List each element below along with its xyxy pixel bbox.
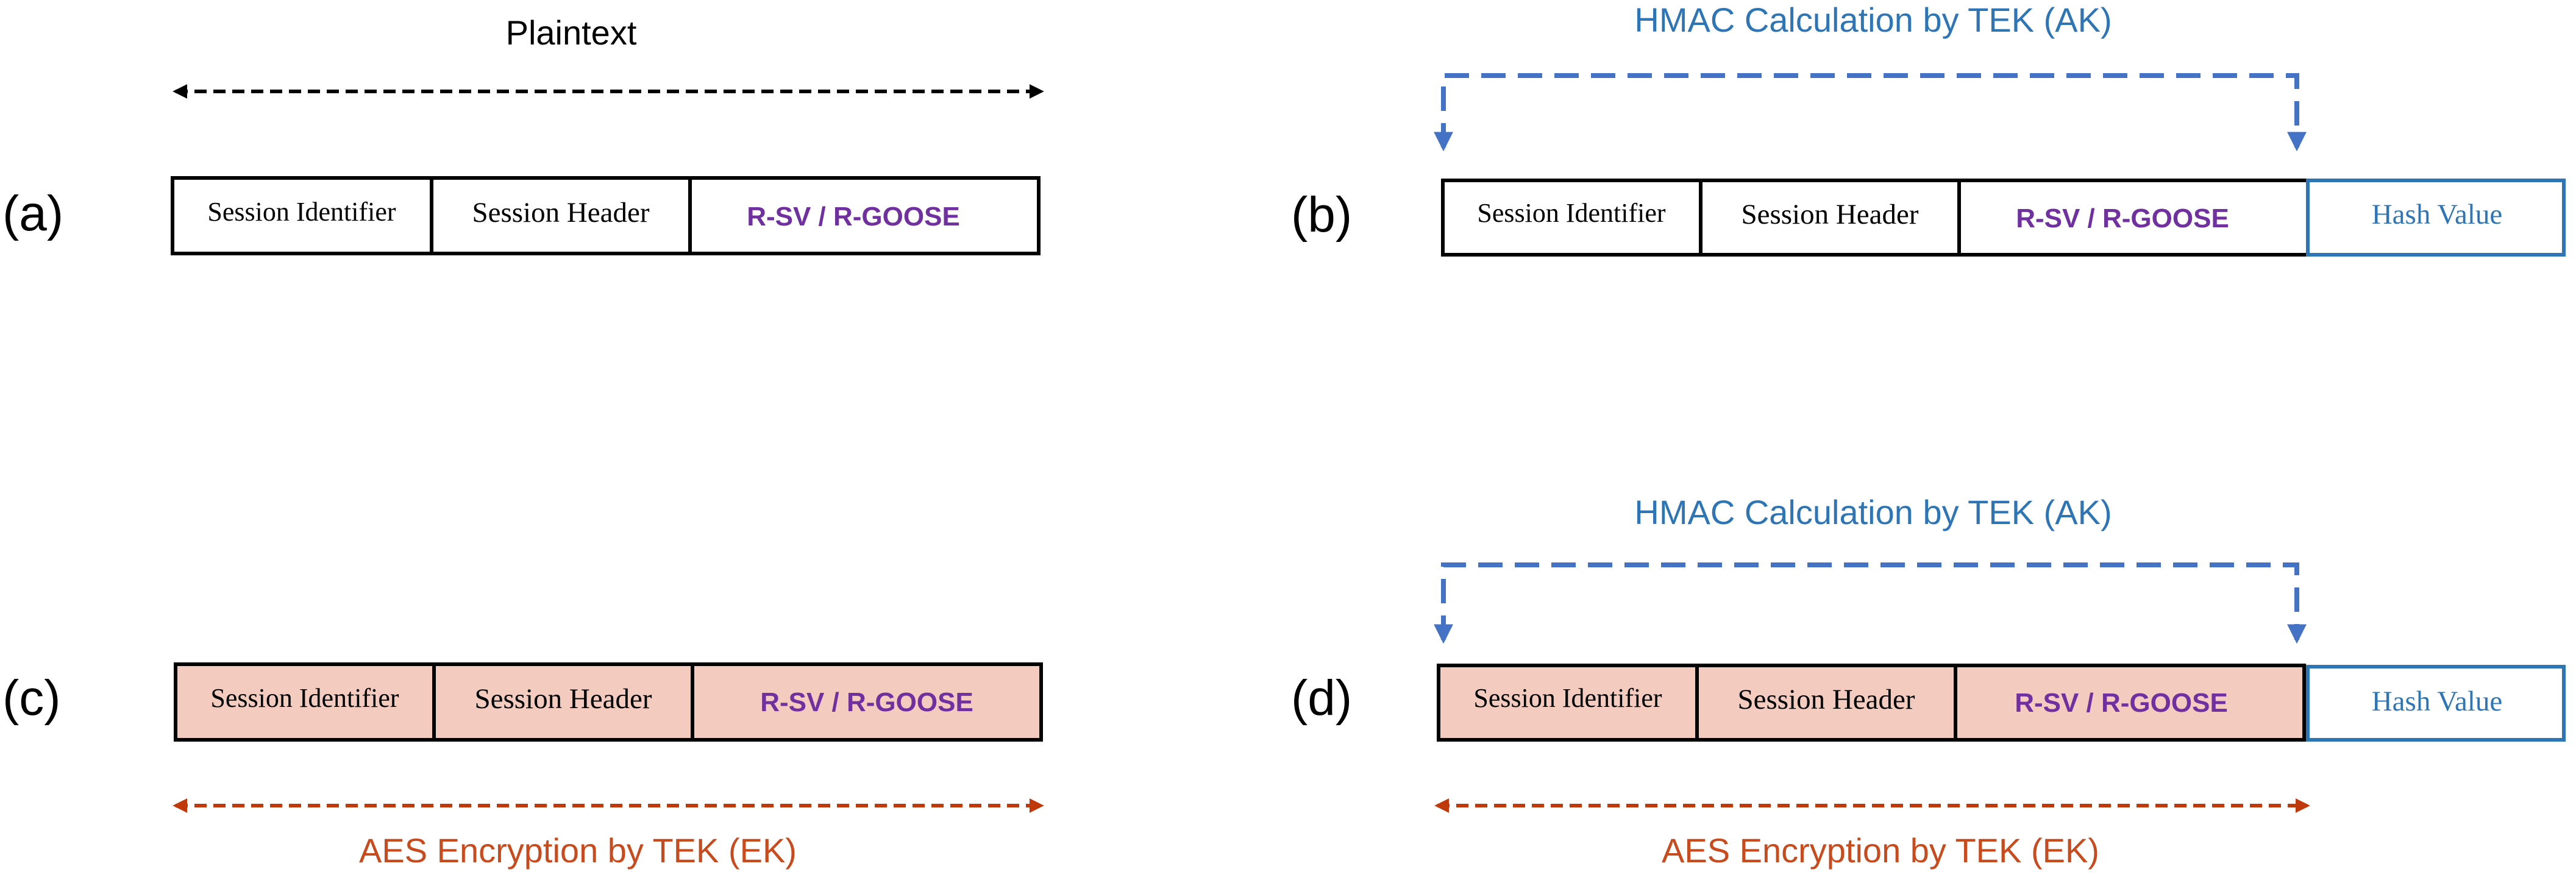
session-identifier-field bbox=[174, 662, 436, 742]
payload-label: R-SV / R-GOOSE bbox=[2015, 688, 2228, 718]
payload-label: R-SV / R-GOOSE bbox=[747, 202, 960, 232]
plaintext-annotation: Plaintext bbox=[506, 13, 637, 52]
session-header-label: Session Header bbox=[1737, 684, 1915, 715]
session-header-label: Session Header bbox=[472, 197, 649, 229]
panel-c: (c) Session Identifier Session Header R-… bbox=[2, 662, 1044, 870]
panel-d-label: (d) bbox=[1291, 670, 1352, 726]
panel-d: (d) HMAC Calculation by TEK (AK) Session… bbox=[1291, 493, 2566, 870]
panel-a-label: (a) bbox=[2, 186, 63, 241]
hash-value-field bbox=[2306, 179, 2566, 257]
panel-c-label: (c) bbox=[2, 670, 61, 726]
hmac-annotation: HMAC Calculation by TEK (AK) bbox=[1634, 493, 2112, 531]
hmac-bracket bbox=[1434, 73, 2307, 152]
payload-field bbox=[688, 176, 1041, 255]
aes-annotation: AES Encryption by TEK (EK) bbox=[359, 831, 797, 870]
aes-annotation: AES Encryption by TEK (EK) bbox=[1662, 831, 2099, 870]
hmac-annotation: HMAC Calculation by TEK (AK) bbox=[1634, 1, 2112, 39]
payload-field bbox=[1954, 664, 2306, 742]
session-identifier-field bbox=[171, 176, 433, 255]
panel-a: (a) Plaintext Session Identifier Session… bbox=[2, 13, 1044, 255]
hash-value-label: Hash Value bbox=[2372, 199, 2503, 230]
session-identifier-label: Session Identifier bbox=[210, 683, 399, 713]
payload-field bbox=[691, 662, 1043, 742]
session-header-label: Session Header bbox=[474, 683, 652, 715]
session-header-label: Session Header bbox=[1741, 199, 1918, 230]
panel-b-label: (b) bbox=[1291, 187, 1352, 243]
payload-label: R-SV / R-GOOSE bbox=[760, 687, 973, 717]
payload-field bbox=[1957, 179, 2310, 257]
panel-b: (b) HMAC Calculation by TEK (AK) Session… bbox=[1291, 1, 2566, 257]
payload-label: R-SV / R-GOOSE bbox=[2016, 204, 2229, 233]
hash-value-label: Hash Value bbox=[2372, 686, 2503, 717]
hmac-bracket bbox=[1434, 562, 2307, 644]
session-identifier-field bbox=[1437, 664, 1699, 742]
session-identifier-label: Session Identifier bbox=[1477, 198, 1666, 228]
hash-value-field bbox=[2306, 665, 2566, 742]
session-identifier-field bbox=[1441, 179, 1703, 257]
session-identifier-label: Session Identifier bbox=[207, 197, 396, 227]
session-identifier-label: Session Identifier bbox=[1473, 683, 1662, 713]
session-header-field bbox=[1695, 664, 1957, 742]
